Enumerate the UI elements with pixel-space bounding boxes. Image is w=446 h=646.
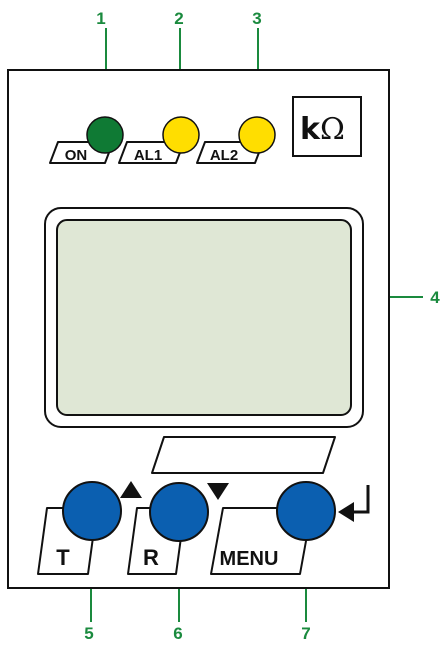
lcd-screen [56,219,352,416]
enter-arrow-icon [338,485,370,522]
unit-box [292,96,362,157]
label-slot [151,436,336,474]
al2-label: AL2 [210,147,238,164]
triangle-down-icon [207,483,229,500]
triangle-up-icon [120,481,142,498]
t-button[interactable] [62,481,122,541]
menu-label: MENU [220,548,279,570]
callout-6: 6 [173,624,182,643]
unit-omega-icon: Ω [320,112,345,147]
callout-7: 7 [301,624,310,643]
al2-led-icon [238,116,276,154]
unit-k: k [300,112,321,147]
callout-1: 1 [96,9,105,28]
callout-4: 4 [430,288,440,307]
al1-label: AL1 [134,147,162,164]
menu-button[interactable] [276,481,336,541]
on-led-icon [86,116,124,154]
r-label: R [143,545,159,570]
al1-led-icon [162,116,200,154]
callout-5: 5 [84,624,93,643]
on-label: ON [65,147,88,164]
t-label: T [56,545,70,570]
r-button[interactable] [149,482,209,542]
callout-2: 2 [174,9,183,28]
callout-3: 3 [252,9,261,28]
